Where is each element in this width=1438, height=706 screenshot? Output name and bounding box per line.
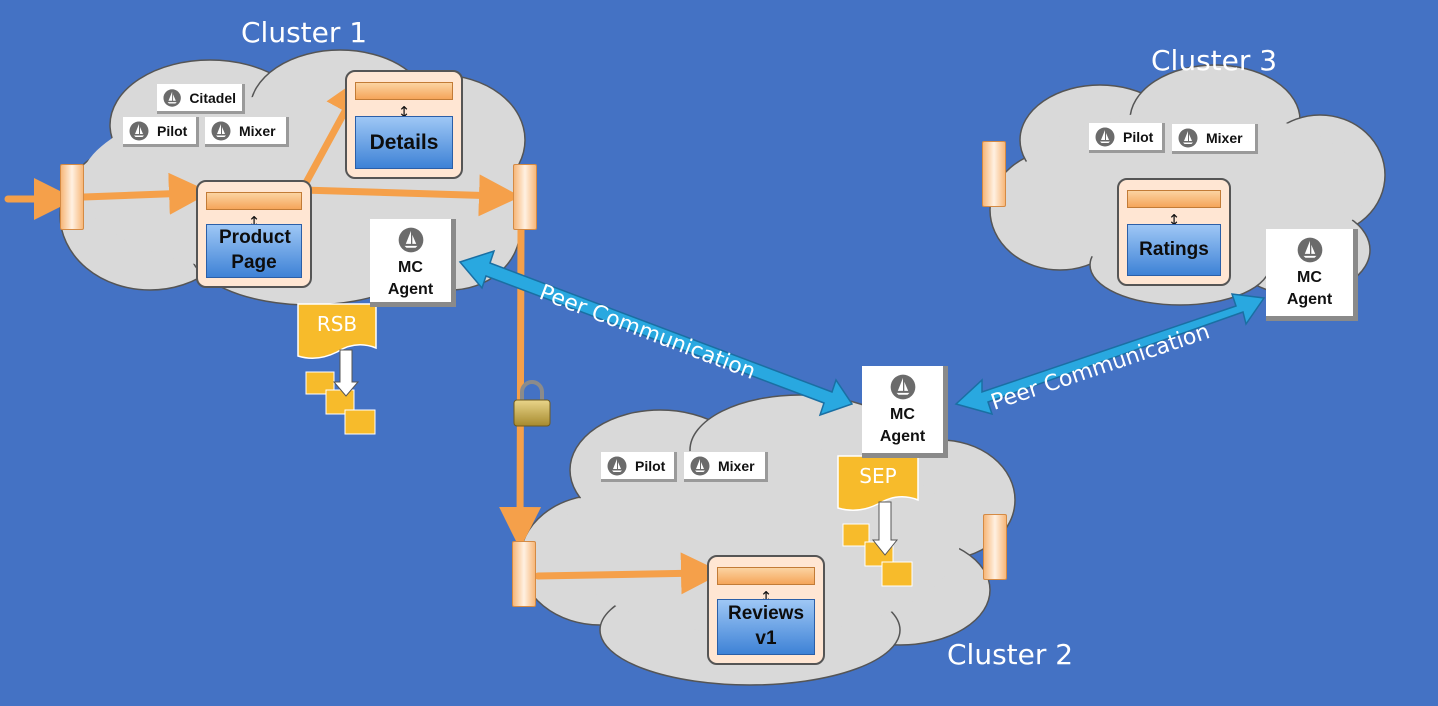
pilot-chip: Pilot	[123, 117, 199, 147]
agent-line-2: Agent	[879, 427, 926, 445]
pilot-chip: Pilot	[1089, 123, 1165, 153]
sailboat-icon	[1095, 127, 1115, 146]
mc-agent-cluster-1: MC Agent	[370, 219, 456, 307]
ingress-gateway	[60, 164, 84, 230]
reviews-service: Reviews v1	[717, 599, 815, 655]
pilot-label: Pilot	[1123, 128, 1154, 145]
details-pod: ↕ Details	[345, 70, 463, 179]
padlock-icon	[513, 380, 551, 427]
gateway-cluster-2-right	[983, 514, 1007, 580]
mc-agent-cluster-3: MC Agent	[1266, 229, 1358, 321]
agent-line-1: MC	[1297, 269, 1322, 286]
ratings-pod: ↕ Ratings	[1117, 178, 1231, 286]
mixer-chip: Mixer	[684, 452, 768, 482]
sailboat-icon	[607, 456, 627, 475]
sailboat-icon	[211, 121, 231, 140]
details-service: Details	[355, 116, 453, 169]
cluster-2-label: Cluster 2	[947, 638, 1074, 671]
egress-gateway-cluster-1	[513, 164, 537, 230]
details-label: Details	[369, 130, 439, 154]
sailboat-icon	[890, 374, 915, 400]
peer-communication-label: Peer Communication	[536, 280, 759, 385]
mixer-chip: Mixer	[205, 117, 289, 147]
agent-line-1: MC	[398, 259, 423, 276]
pilot-label: Pilot	[157, 122, 188, 139]
mc-agent-cluster-2: MC Agent	[862, 366, 948, 458]
ingress-gateway-cluster-2	[512, 541, 536, 607]
agent-line-2: Agent	[387, 280, 434, 298]
reviews-label: Reviews	[727, 603, 805, 625]
sidecar-proxy	[1127, 190, 1221, 208]
sidecar-proxy	[355, 82, 453, 100]
product-page-label: Product Page	[219, 227, 291, 273]
cluster-3-label: Cluster 3	[1151, 44, 1278, 77]
cluster-1-label: Cluster 1	[241, 16, 368, 49]
rsb-label: RSB	[316, 312, 358, 336]
sailboat-icon	[1178, 128, 1198, 147]
citadel-chip: Citadel	[157, 84, 245, 114]
sep-document	[837, 455, 919, 587]
reviews-version-label: v1	[755, 628, 777, 649]
sidecar-proxy	[206, 192, 302, 210]
sailboat-icon	[690, 456, 710, 475]
product-page-pod: ↕ Product Page	[196, 180, 312, 288]
citadel-label: Citadel	[189, 89, 236, 106]
reviews-pod: ↕ Reviews v1	[707, 555, 825, 665]
ratings-service: Ratings	[1127, 224, 1221, 276]
peer-link-2: Peer Communication	[954, 293, 1266, 416]
mixer-chip: Mixer	[1172, 124, 1258, 154]
mixer-label: Mixer	[718, 457, 755, 474]
sidecar-proxy	[717, 567, 815, 585]
pilot-chip: Pilot	[601, 452, 677, 482]
mixer-label: Mixer	[239, 122, 276, 139]
sailboat-icon	[163, 88, 181, 107]
agent-line-2: Agent	[1286, 290, 1333, 308]
agent-line-1: MC	[890, 406, 915, 423]
sailboat-icon	[1297, 237, 1322, 263]
peer-communication-label: Peer Communication	[988, 319, 1213, 415]
sep-label: SEP	[859, 464, 897, 488]
mixer-label: Mixer	[1206, 129, 1243, 146]
gateway-cluster-3	[982, 141, 1006, 207]
pilot-label: Pilot	[635, 457, 666, 474]
sailboat-icon	[129, 121, 149, 140]
product-page-service: Product Page	[206, 224, 302, 278]
sailboat-icon	[398, 227, 423, 253]
rsb-document	[297, 303, 377, 435]
ratings-label: Ratings	[1139, 238, 1209, 260]
